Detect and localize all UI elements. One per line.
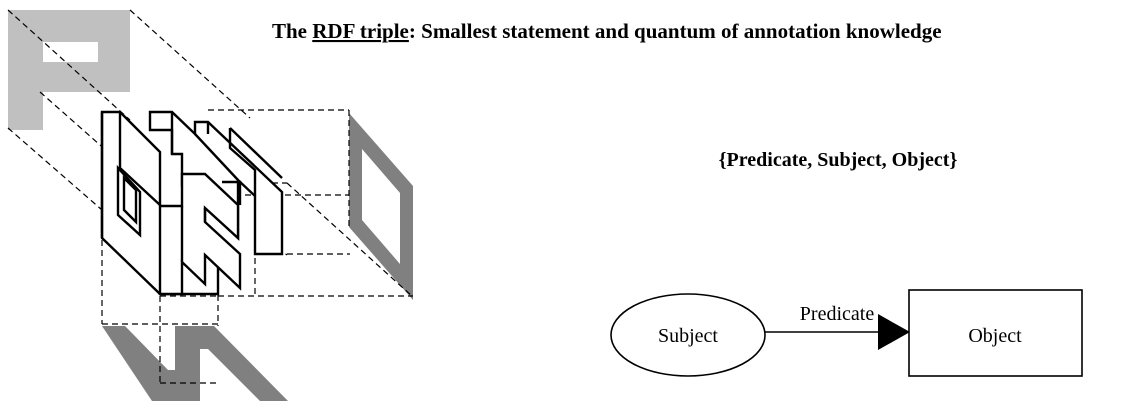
s-projection-shape: [102, 326, 288, 401]
title-prefix: The: [272, 19, 312, 43]
projection-illustration: [7, 9, 414, 401]
diamond-projection-shape: [349, 113, 413, 300]
triple-notation: {Predicate, Subject, Object}: [719, 149, 958, 171]
predicate-arrowhead: [878, 314, 910, 350]
title: The RDF triple: Smallest statement and q…: [272, 19, 942, 43]
block-letters-3d: [100, 110, 284, 296]
object-node: [908, 289, 1083, 377]
title-suffix: : Smallest statement and quantum of anno…: [409, 19, 942, 43]
subject-node: [610, 293, 766, 377]
rdf-graph: Subject Predicate Object: [610, 289, 1083, 377]
object-label: Object: [968, 325, 1022, 347]
predicate-label: Predicate: [800, 303, 875, 325]
p-projection-shape: [8, 10, 130, 130]
subject-label: Subject: [658, 325, 718, 347]
rdf-triple-link[interactable]: RDF triple: [312, 19, 409, 43]
